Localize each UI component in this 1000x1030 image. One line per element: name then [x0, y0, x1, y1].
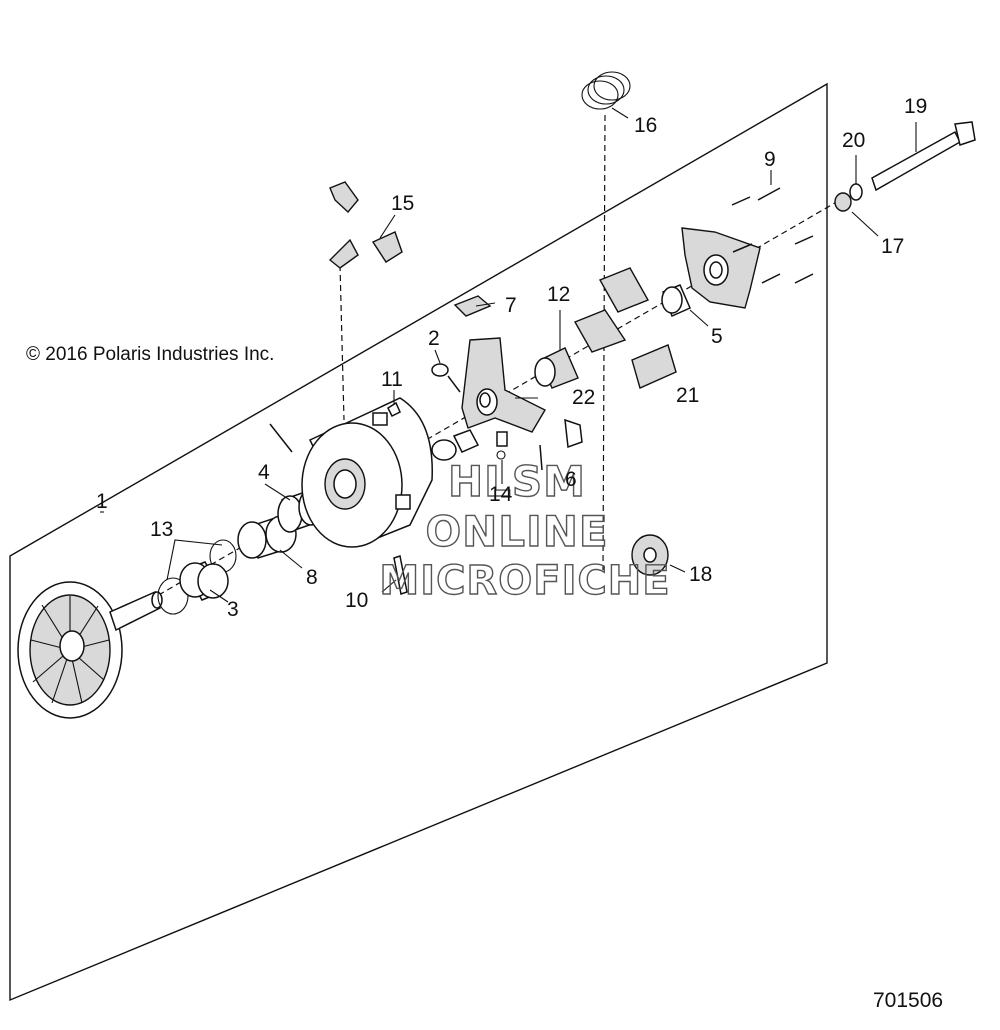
callout-17: 17 — [881, 235, 904, 258]
callout-11: 11 — [381, 368, 403, 391]
part-5-bushing — [661, 284, 709, 327]
axis-line-16 — [602, 114, 606, 571]
watermark-line1: HLSM — [448, 457, 586, 506]
part-18-washer — [631, 534, 686, 576]
diagram-id: 701506 — [873, 989, 943, 1012]
watermark-line2: ONLINE — [425, 507, 608, 556]
callout-12: 12 — [547, 283, 570, 306]
callout-3: 3 — [227, 598, 239, 621]
part-21-covers — [573, 267, 677, 389]
part-1-fixed-sheave — [17, 581, 163, 719]
moveable-sheave — [269, 397, 433, 548]
callout-2: 2 — [428, 327, 440, 350]
callout-8: 8 — [306, 566, 318, 589]
callout-6: 6 — [565, 468, 577, 491]
part-10-pin — [381, 555, 408, 595]
callout-22: 22 — [572, 386, 595, 409]
callout-10: 10 — [345, 589, 368, 612]
part-12-bushing — [534, 310, 579, 389]
copyright-text: © 2016 Polaris Industries Inc. — [26, 344, 274, 365]
part-15-weights — [328, 181, 403, 269]
callout-19: 19 — [904, 95, 927, 118]
callout-15: 15 — [391, 192, 414, 215]
callout-5: 5 — [711, 325, 723, 348]
part-9-bolts — [731, 170, 814, 284]
part-11-screw — [387, 390, 401, 418]
part-17-nut — [834, 192, 879, 237]
callout-1: 1 — [96, 490, 108, 513]
part-8-bushing — [237, 515, 303, 569]
callout-20: 20 — [842, 129, 865, 152]
part-19-bolt — [871, 121, 976, 192]
callout-9: 9 — [764, 148, 776, 171]
callout-7: 7 — [505, 294, 517, 317]
callout-16: 16 — [634, 114, 657, 137]
part-6-pin — [539, 418, 583, 471]
watermark: HLSM ONLINE MICROFICHE — [379, 456, 671, 604]
callout-13: 13 — [150, 518, 173, 541]
part-2-rollers — [431, 349, 461, 393]
part-22-spider — [461, 337, 546, 433]
part-16-spring — [581, 71, 631, 119]
part-20-washer — [849, 155, 863, 201]
watermark-line3: MICROFICHE — [379, 558, 670, 604]
callout-4: 4 — [258, 461, 270, 484]
part-7-clip — [453, 295, 496, 317]
assembly-frame — [9, 82, 828, 1002]
part-14-hardware — [431, 429, 508, 484]
callout-21: 21 — [676, 384, 699, 407]
axis-line-15 — [339, 264, 345, 421]
part-3-bushing — [179, 561, 229, 603]
callout-14: 14 — [489, 483, 513, 506]
callout-18: 18 — [689, 563, 712, 586]
cover-plate — [681, 227, 761, 309]
